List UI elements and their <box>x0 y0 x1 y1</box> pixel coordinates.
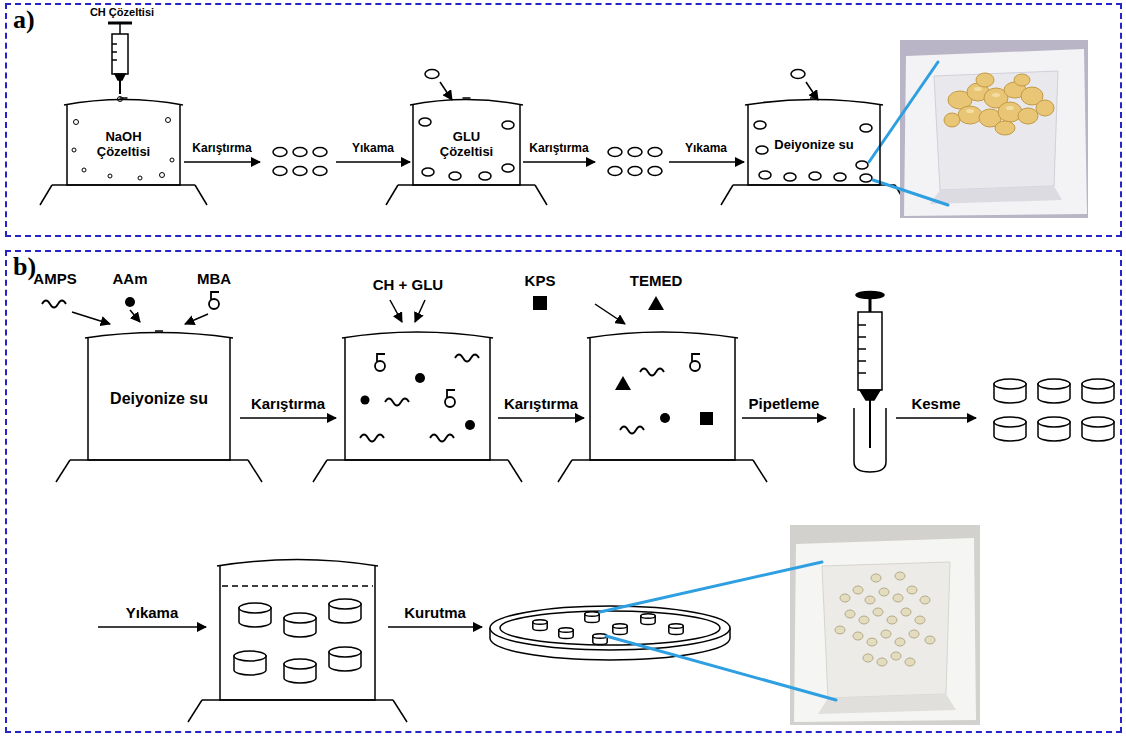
step-label: Yıkama <box>126 604 179 621</box>
beaker: GLU Çözeltisi <box>413 97 520 185</box>
panel-frame: a) NaOH Çözeltisi GLU Çözeltisi Deiyonize s… <box>5 3 1122 237</box>
step-label: Karıştırma <box>529 142 588 156</box>
panel-frame: b) Deiyonize su <box>5 250 1122 733</box>
step-label: Karıştırma <box>504 395 578 412</box>
beaker: Deiyonize su <box>88 330 230 460</box>
step-label: Yıkama <box>685 142 727 156</box>
step-label: Kesme <box>911 395 960 412</box>
beaker-label: Deiyonize su <box>110 390 208 408</box>
beaker-label: Deiyonize su <box>774 138 853 153</box>
step-label: Kurutma <box>404 604 466 621</box>
step-label: KPS <box>525 272 556 289</box>
step-label: Pipetleme <box>749 395 820 412</box>
beaker-label: GLU Çözeltisi <box>428 130 506 160</box>
panel-heading: a) <box>13 5 35 35</box>
step-label: Karıştırma <box>192 142 251 156</box>
step-label: AAm <box>112 270 147 287</box>
beaker-label: NaOH Çözeltisi <box>84 130 164 160</box>
panel-heading: b) <box>13 252 36 282</box>
beaker: NaOH Çözeltisi <box>67 97 180 185</box>
step-label: CH + GLU <box>373 276 443 293</box>
step-label: TEMED <box>630 272 683 289</box>
beaker: Deiyonize su <box>748 97 880 185</box>
step-label: CH Çözeltisi <box>90 6 154 19</box>
step-label: AMPS <box>33 270 76 287</box>
step-label: Karıştırma <box>251 395 325 412</box>
step-label: Yıkama <box>352 142 394 156</box>
step-label: MBA <box>197 270 231 287</box>
